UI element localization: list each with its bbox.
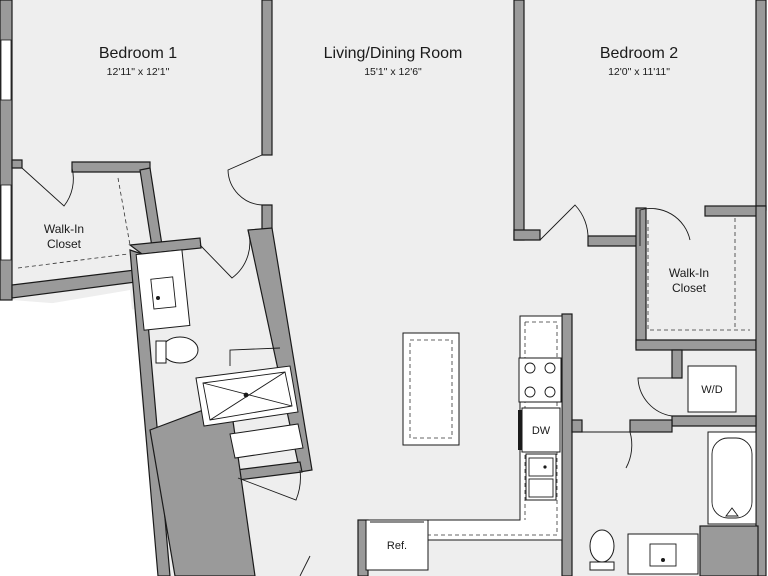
living-room-name: Living/Dining Room (324, 45, 463, 62)
toilet-icon (155, 336, 199, 364)
refrigerator-label: Ref. (387, 540, 407, 552)
bathroom-2 (589, 431, 757, 575)
exterior (0, 290, 160, 576)
laundry: W/D (687, 365, 737, 413)
closet-2-label-line2: Closet (672, 281, 707, 295)
bedroom-1-dims: 12'11" x 12'1" (107, 66, 170, 78)
kitchen-sink-icon (525, 453, 557, 501)
dishwasher-icon: DW (518, 407, 561, 453)
range-icon (518, 357, 562, 403)
bedroom-2-name: Bedroom 2 (600, 45, 678, 62)
bathroom-1 (135, 249, 304, 459)
vanity-icon (627, 533, 699, 575)
closet-shelves (17, 177, 750, 331)
closet-1-label-line1: Walk-In (44, 222, 84, 236)
shower-icon (195, 347, 299, 427)
bedroom-2-dims: 12'0" x 11'11" (608, 66, 670, 78)
doors (21, 154, 691, 576)
closet-2-label-line1: Walk-In (669, 266, 709, 280)
toilet-icon (589, 529, 615, 571)
washer-dryer-label: W/D (701, 384, 722, 396)
linen-shelf (229, 423, 304, 459)
closet-1-label-line2: Closet (47, 237, 82, 251)
vanity-icon (135, 249, 191, 331)
kitchen: DW Ref. (365, 315, 563, 571)
refrigerator-icon: Ref. (365, 519, 429, 571)
kitchen-island (402, 332, 460, 446)
room-labels: Bedroom 1 12'11" x 12'1" Living/Dining R… (44, 45, 709, 295)
bathtub-icon (707, 431, 757, 525)
living-room-dims: 15'1" x 12'6" (364, 66, 422, 78)
dishwasher-label: DW (532, 425, 551, 437)
bedroom-1-name: Bedroom 1 (99, 45, 177, 62)
